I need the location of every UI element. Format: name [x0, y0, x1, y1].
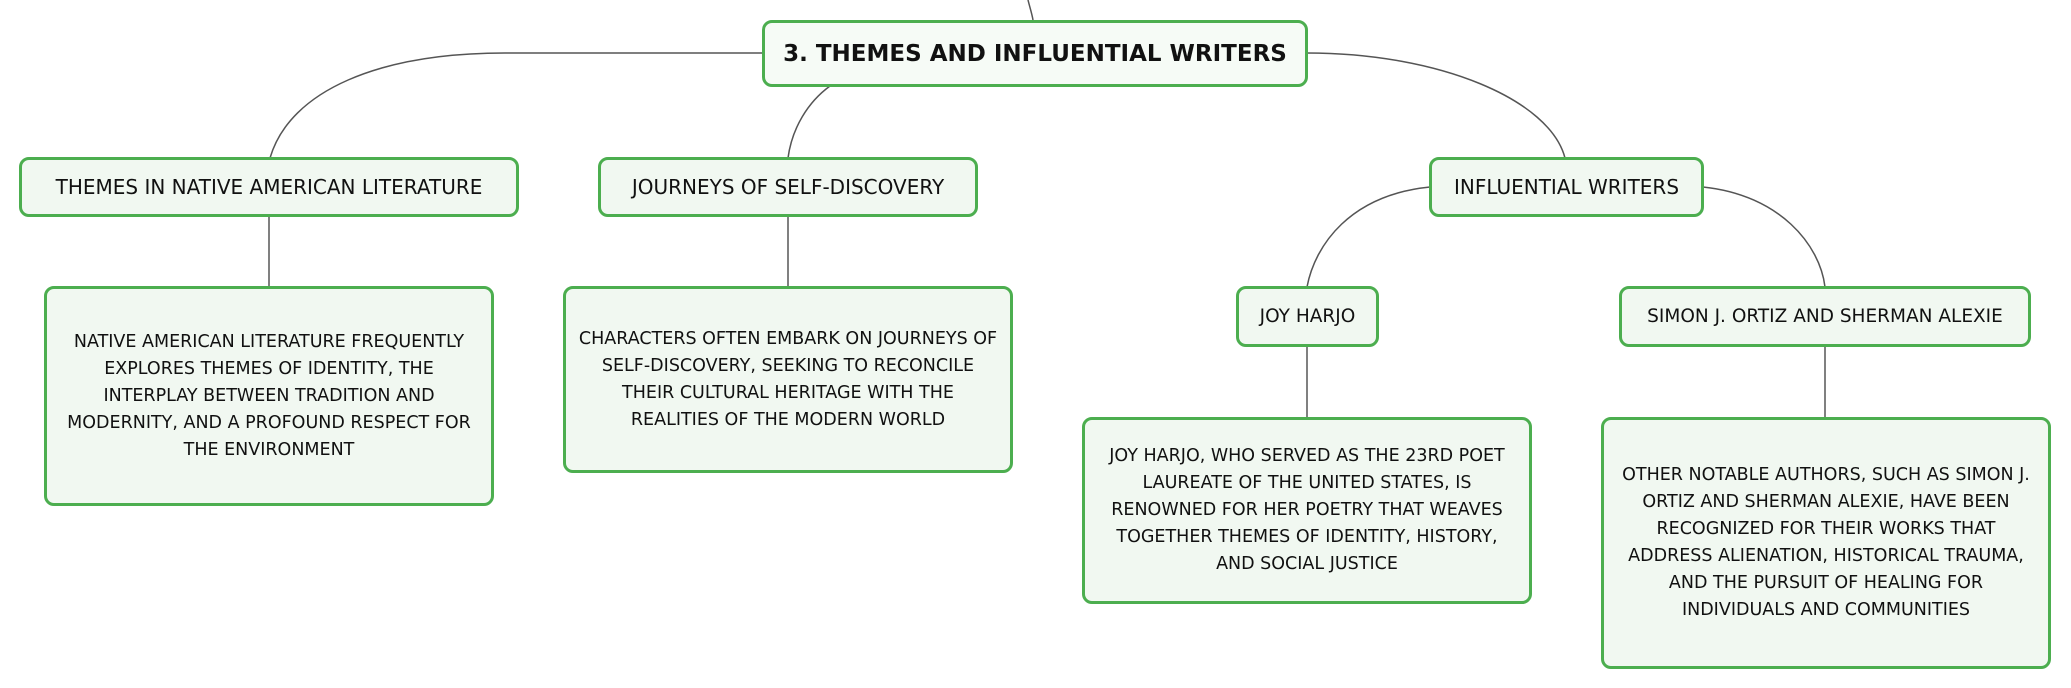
connector-root-writers	[1306, 52, 1566, 159]
connector-incoming-root	[1027, 0, 1034, 21]
writer-node-ortiz-alexie-label: SIMON J. ORTIZ AND SHERMAN ALEXIE	[1647, 306, 2003, 327]
topic-node-writers[interactable]: INFLUENTIAL WRITERS	[1429, 157, 1704, 217]
topic-node-themes-label: THEMES IN NATIVE AMERICAN LITERATURE	[55, 175, 483, 199]
connector-root-themes	[269, 52, 762, 159]
detail-node-themes[interactable]: NATIVE AMERICAN LITERATURE FREQUENTLY EX…	[44, 286, 494, 506]
detail-node-ortiz-alexie[interactable]: OTHER NOTABLE AUTHORS, SUCH AS SIMON J. …	[1601, 417, 2051, 669]
topic-node-journeys-label: JOURNEYS OF SELF-DISCOVERY	[631, 175, 945, 199]
detail-node-harjo-text: JOY HARJO, WHO SERVED AS THE 23RD POET L…	[1109, 446, 1505, 574]
root-node-label: 3. THEMES AND INFLUENTIAL WRITERS	[783, 40, 1287, 67]
topic-node-journeys[interactable]: JOURNEYS OF SELF-DISCOVERY	[598, 157, 978, 217]
detail-node-themes-text: NATIVE AMERICAN LITERATURE FREQUENTLY EX…	[67, 331, 471, 460]
writer-node-ortiz-alexie[interactable]: SIMON J. ORTIZ AND SHERMAN ALEXIE	[1619, 286, 2031, 347]
connector-root-journeys	[787, 85, 831, 159]
connector-writers-harjo	[1306, 186, 1431, 288]
writer-node-harjo-label: JOY HARJO	[1259, 306, 1356, 327]
detail-node-ortiz-alexie-text: OTHER NOTABLE AUTHORS, SUCH AS SIMON J. …	[1622, 465, 2030, 620]
detail-node-journeys-text: CHARACTERS OFTEN EMBARK ON JOURNEYS OF S…	[578, 328, 998, 430]
topic-node-writers-label: INFLUENTIAL WRITERS	[1453, 175, 1680, 199]
detail-node-journeys[interactable]: CHARACTERS OFTEN EMBARK ON JOURNEYS OF S…	[563, 286, 1013, 473]
writer-node-harjo[interactable]: JOY HARJO	[1236, 286, 1379, 347]
connector-writers-ortiz	[1702, 186, 1826, 288]
detail-node-harjo[interactable]: JOY HARJO, WHO SERVED AS THE 23RD POET L…	[1082, 417, 1532, 604]
root-node[interactable]: 3. THEMES AND INFLUENTIAL WRITERS	[762, 20, 1308, 87]
topic-node-themes[interactable]: THEMES IN NATIVE AMERICAN LITERATURE	[19, 157, 519, 217]
